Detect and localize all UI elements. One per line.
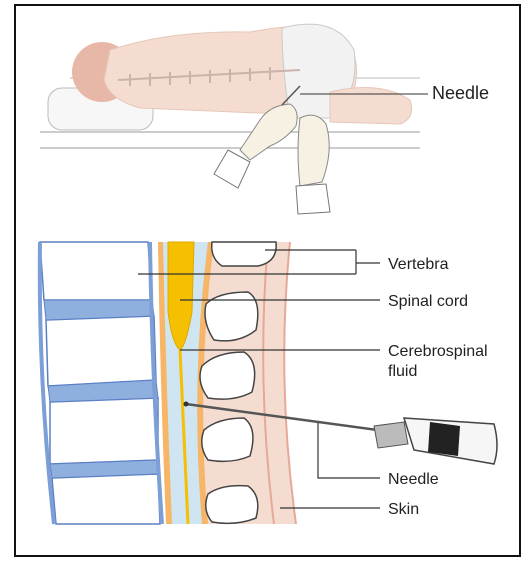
- needle-label-top: Needle: [432, 84, 489, 103]
- syringe: [374, 418, 497, 464]
- needle-label-bottom: Needle: [388, 470, 439, 489]
- skin-label: Skin: [388, 500, 419, 519]
- sleeve-right: [296, 184, 330, 214]
- vertebra-label: Vertebra: [388, 255, 448, 274]
- gloved-hand-right: [298, 115, 329, 186]
- sleeve-left: [214, 150, 250, 188]
- csf-label-line1: Cerebrospinal: [388, 342, 488, 361]
- csf-label-line2: fluid: [388, 362, 417, 381]
- spinal-cord-label: Spinal cord: [388, 292, 468, 311]
- needle-tip: [184, 402, 189, 407]
- patient-scene: [40, 24, 428, 214]
- patient-legs: [330, 88, 412, 125]
